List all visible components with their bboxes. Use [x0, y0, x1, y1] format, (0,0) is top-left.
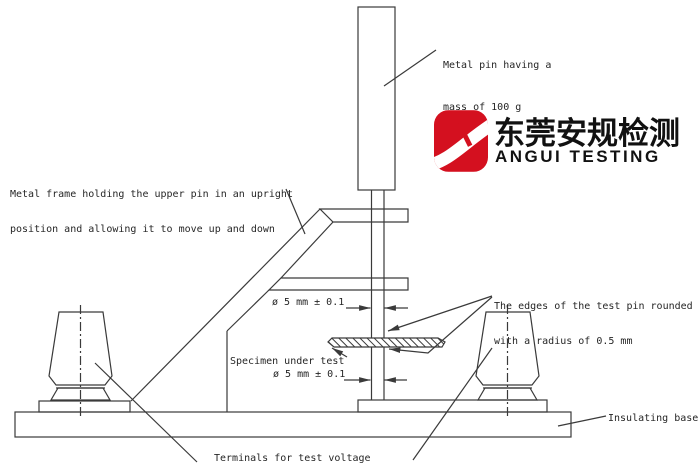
insulating-base-leader [557, 415, 607, 427]
frame-inner-diagonal-lower [226, 289, 270, 332]
dim-lower-label: ø 5 mm ± 0.1 [273, 369, 346, 380]
left-terminal-pedestal [38, 400, 131, 413]
insulating-base-shape [14, 411, 572, 438]
right-terminal [475, 305, 540, 419]
pin-edge-leader-lower [388, 296, 493, 354]
frame-inner-diagonal-upper [280, 221, 334, 279]
metal-pin-label-line2: mass of 100 g [443, 102, 522, 113]
metal-pin-label: Metal pin having a mass of 100 g [443, 31, 551, 143]
terminal-left-leader [94, 362, 198, 463]
left-terminal [48, 305, 113, 419]
metal-pin-shaft [370, 190, 385, 400]
frame-outer-diagonal [130, 208, 321, 402]
metal-frame-label: Metal frame holding the upper pin in an … [10, 166, 293, 258]
metal-frame-label-line1: Metal frame holding the upper pin in an … [10, 189, 293, 200]
metal-pin-label-line1: Metal pin having a [443, 60, 552, 71]
frame-lower-arm [267, 277, 409, 291]
metal-pin-head [357, 6, 396, 191]
pin-edges-label: The edges of the test pin rounded with a… [494, 278, 693, 370]
specimen-label: Specimen under test [230, 356, 345, 367]
metal-frame-leader [285, 188, 306, 235]
terminals-label: Terminals for test voltage [214, 453, 371, 464]
right-terminal-pedestal [357, 399, 548, 413]
pin-edge-leader-upper [387, 295, 493, 332]
dim-upper-label: ø 5 mm ± 0.1 [272, 297, 345, 308]
angui-logo-icon [434, 110, 488, 172]
pin-edges-label-line1: The edges of the test pin rounded [494, 301, 693, 312]
specimen-leader [331, 347, 348, 358]
logo-english-text: ANGUI TESTING [495, 147, 661, 166]
frame-upper-arm [318, 208, 409, 223]
metal-pin-leader [383, 49, 437, 87]
metal-frame-label-line2: position and allowing it to move up and … [10, 223, 275, 235]
terminal-right-leader [412, 347, 493, 461]
insulating-base-label: Insulating base [608, 413, 699, 424]
pin-edges-label-line2: with a radius of 0.5 mm [494, 335, 633, 347]
specimen-bar [327, 337, 446, 348]
logo-chinese-text: 东莞安规检测 [494, 116, 680, 151]
